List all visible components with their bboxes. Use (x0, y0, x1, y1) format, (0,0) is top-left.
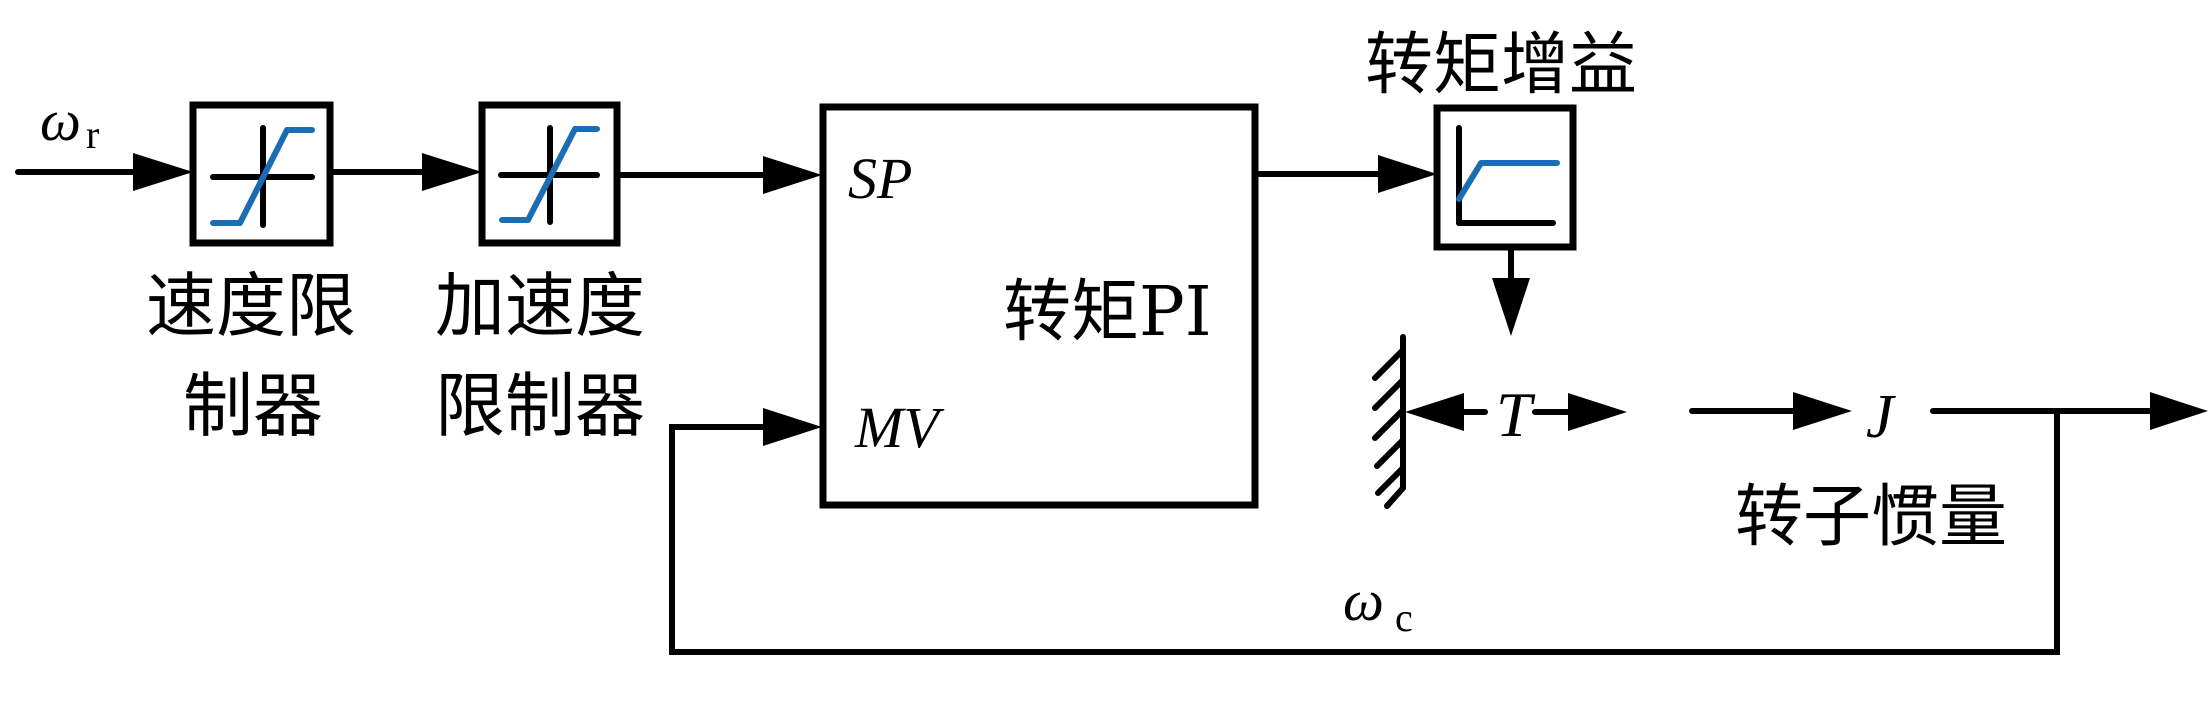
feedback-wire (669, 408, 2060, 655)
mv-port-label: MV (854, 395, 945, 460)
wall-hatch (1372, 347, 1406, 381)
feedback-signal-label: ω c (1343, 568, 1413, 640)
speed-limiter-block[interactable] (189, 101, 334, 247)
saturation-icon (498, 125, 600, 225)
wall-hatch (1372, 377, 1406, 411)
arrowhead-icon (133, 153, 193, 191)
arrowhead-icon (1378, 155, 1437, 193)
fixed-wall-icon (1372, 334, 1406, 509)
feedback-loop (669, 408, 2060, 655)
arrowhead-icon (763, 408, 822, 446)
sp-port-label: SP (848, 146, 912, 211)
torque-symbol: T (1496, 379, 1536, 450)
wall-hatch (1384, 485, 1406, 509)
saturation-icon (210, 125, 315, 228)
output-arrow (1930, 392, 2208, 430)
limiter-connection-arrow (327, 153, 482, 191)
torque-element: T (1405, 379, 1627, 450)
wall-hatch (1375, 465, 1406, 496)
arrowhead-right-icon (1568, 393, 1627, 431)
saturation-curve (210, 127, 315, 226)
accel-limiter-block[interactable] (478, 101, 621, 247)
rotor-inertia-block[interactable]: J 转子惯量 (1735, 383, 2007, 557)
inertia-input-arrow (1689, 392, 1852, 430)
torque-pi-block[interactable]: SP MV 转矩PI (819, 103, 1259, 509)
wall-hatch (1374, 437, 1406, 469)
speed-limiter-label-line2: 制器 (183, 365, 323, 447)
omega-r-subscript: r (86, 112, 99, 157)
input-arrow (15, 153, 193, 191)
arrowhead-icon (1492, 278, 1530, 336)
gain-curve-icon (1456, 125, 1560, 226)
gain-output-arrow (1492, 244, 1530, 336)
arrowhead-icon (2150, 392, 2208, 430)
speed-limiter-label-line1: 速度限 (146, 265, 356, 347)
inertia-symbol: J (1866, 383, 1896, 451)
torque-pi-box[interactable] (819, 103, 1259, 509)
input-signal-label: ω r (40, 88, 99, 157)
gain-curve (1456, 160, 1560, 202)
accel-limiter-label-line1: 加速度 (435, 265, 645, 347)
saturation-curve (499, 126, 600, 223)
torque-pi-label: 转矩PI (1003, 273, 1212, 352)
rotor-inertia-label: 转子惯量 (1735, 478, 2007, 557)
wall-hatch (1372, 407, 1406, 441)
torque-gain-label: 转矩增益 (1365, 26, 1637, 105)
arrowhead-left-icon (1405, 393, 1464, 431)
omega-c-symbol: ω (1343, 568, 1384, 633)
torque-gain-block[interactable] (1433, 104, 1577, 251)
arrowhead-icon (422, 153, 482, 191)
arrowhead-icon (1793, 392, 1852, 430)
pi-output-arrow (1252, 155, 1437, 193)
sp-input-arrow (614, 156, 822, 194)
arrowhead-icon (763, 156, 822, 194)
accel-limiter-label-line2: 限制器 (435, 365, 645, 447)
omega-c-subscript: c (1395, 595, 1413, 640)
omega-r-symbol: ω (40, 88, 81, 153)
